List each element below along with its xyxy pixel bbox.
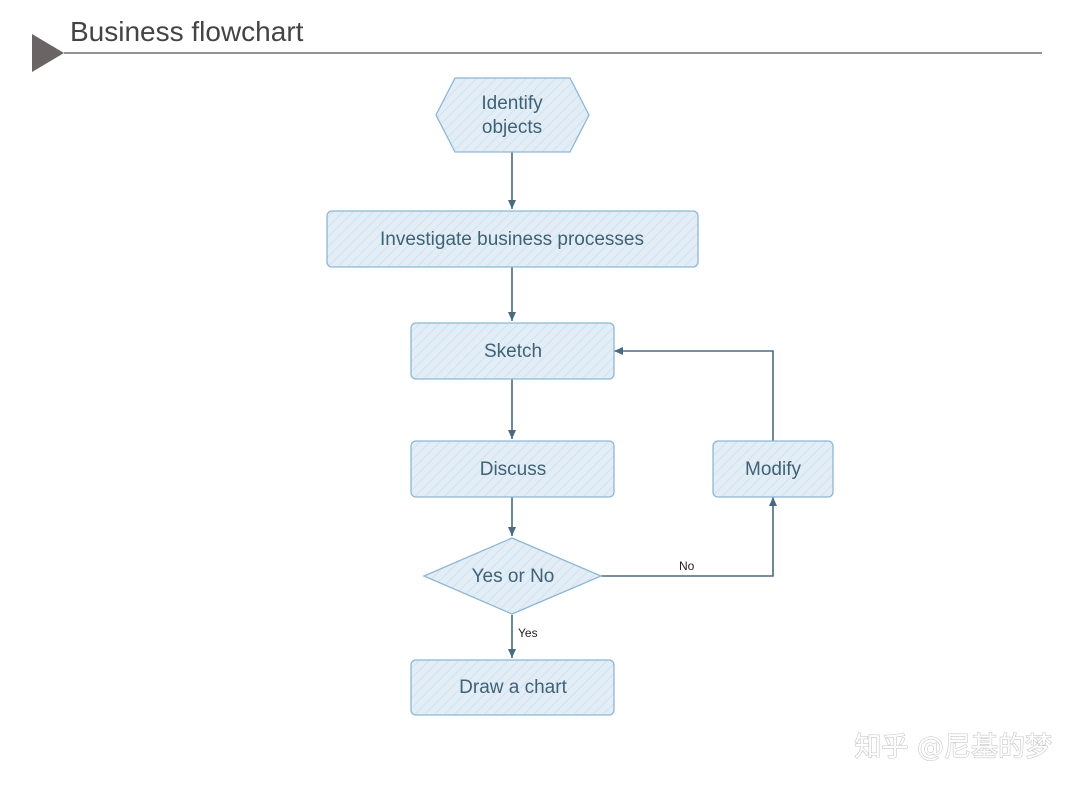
node-label-line: Identify [481, 93, 543, 114]
node-shape-hexagon [435, 77, 590, 153]
edge-label-no: No [679, 559, 695, 573]
edge-label-yes: Yes [518, 626, 538, 640]
node-sketch[interactable]: Sketch [410, 322, 615, 380]
node-label-discuss: Discuss [480, 459, 547, 480]
title-arrow-icon [32, 34, 64, 72]
page-title: Business flowchart [70, 16, 304, 47]
node-draw-chart[interactable]: Draw a chart [410, 659, 615, 716]
node-identify-objects[interactable]: Identify objects [435, 77, 590, 153]
node-decision[interactable]: Yes or No [422, 537, 603, 615]
node-label-draw: Draw a chart [459, 677, 567, 698]
node-label-line: objects [482, 117, 542, 138]
header: Business flowchart [32, 16, 1042, 72]
node-shape-rect [326, 210, 699, 268]
node-shape-rect [410, 659, 615, 716]
node-shape-rect [410, 440, 615, 498]
node-shape-rect [410, 322, 615, 380]
edges [508, 152, 777, 658]
watermark: 知乎 @尼基的梦 [854, 732, 1052, 763]
edge-decision-to-modify [601, 497, 777, 577]
node-discuss[interactable]: Discuss [410, 440, 615, 498]
node-shape-rect [712, 440, 834, 498]
node-investigate[interactable]: Investigate business processes [326, 210, 699, 268]
node-label-decision: Yes or No [472, 566, 555, 587]
node-shape-diamond [422, 537, 603, 615]
node-label-sketch: Sketch [484, 341, 542, 362]
edge-modify-to-sketch [614, 347, 774, 441]
node-label-investigate: Investigate business processes [380, 229, 644, 250]
node-modify[interactable]: Modify [712, 440, 834, 498]
node-label-identify: Identify objects [481, 93, 543, 138]
node-label-modify: Modify [745, 459, 801, 480]
